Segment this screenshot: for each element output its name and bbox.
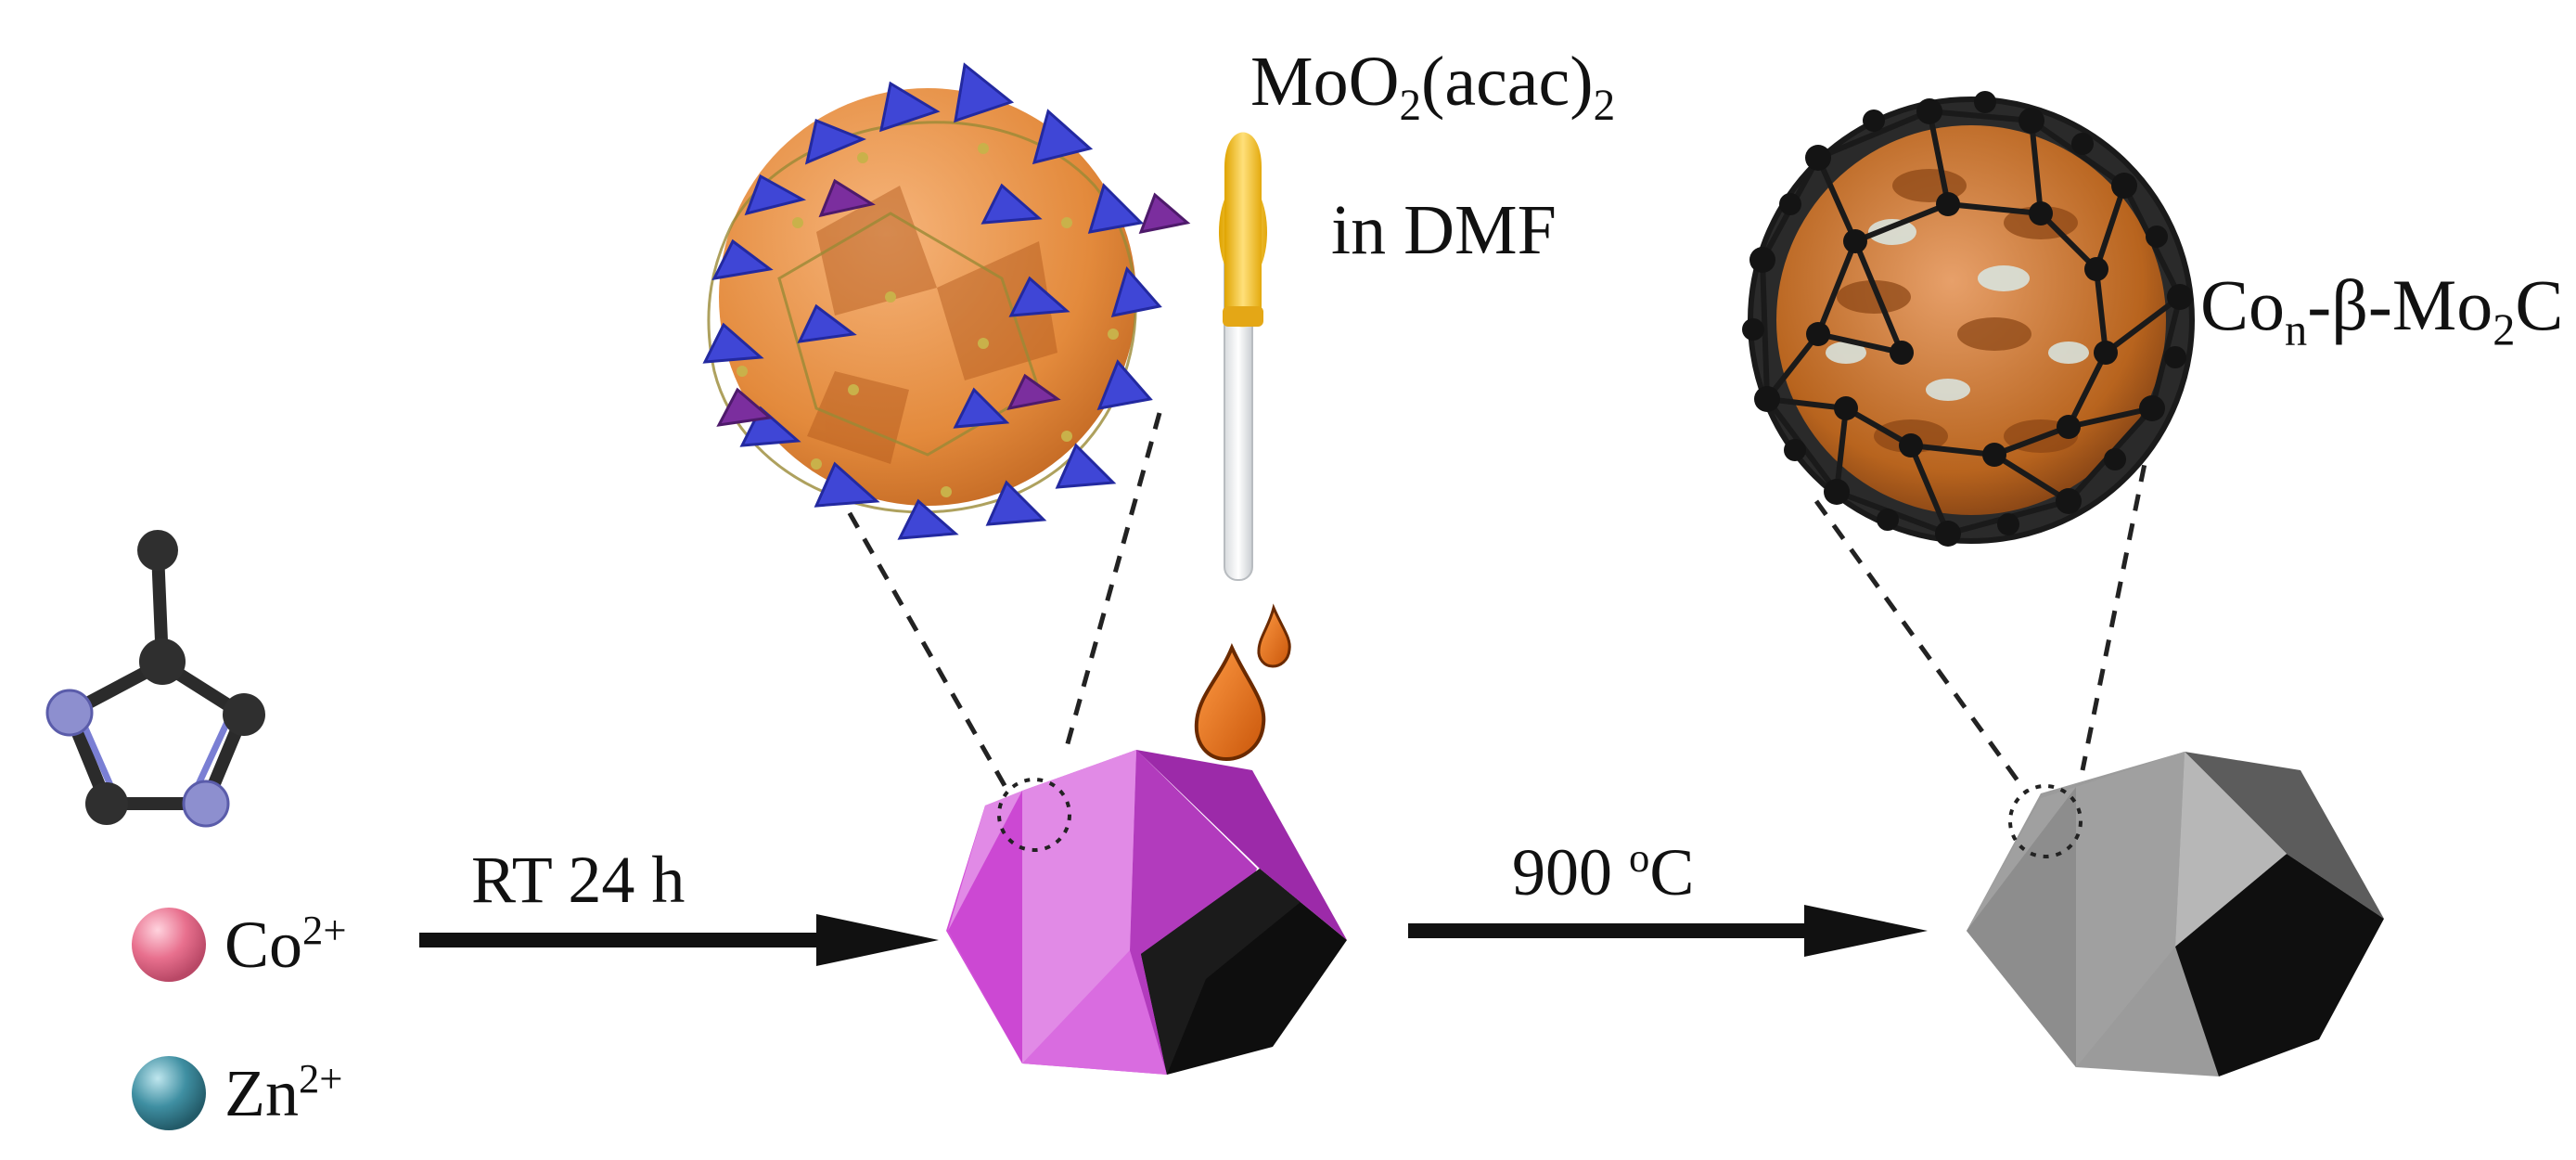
carbon-cage-icon bbox=[1742, 91, 2195, 547]
methylimidazole-ligand-icon bbox=[45, 530, 265, 828]
carbide-zoom-marker bbox=[2008, 784, 2083, 858]
reagent-label: MoO2(acac)2 bbox=[1250, 43, 1616, 131]
large-droplet-icon bbox=[1194, 642, 1266, 762]
cobalt-ion-label: Co2+ bbox=[224, 907, 347, 982]
zoom-lines-carbide bbox=[1813, 435, 2153, 795]
step2-label: 900 oC bbox=[1512, 834, 1695, 909]
zinc-ion-icon bbox=[132, 1056, 206, 1130]
cobalt-ion-icon bbox=[132, 908, 206, 982]
step1-label: RT 24 h bbox=[471, 843, 686, 917]
arrow-step2 bbox=[1408, 905, 1928, 957]
product-label: Con-β-Mo2C bbox=[2200, 264, 2564, 355]
zif-crystal-icon bbox=[946, 750, 1347, 1075]
arrow-step1 bbox=[419, 914, 939, 966]
small-droplet-icon bbox=[1257, 603, 1291, 668]
zif-zoom-marker bbox=[997, 778, 1071, 852]
solvent-label: in DMF bbox=[1331, 191, 1557, 269]
mof-cage-icon bbox=[702, 62, 1191, 540]
dropper-icon bbox=[1219, 132, 1267, 581]
zinc-ion-label: Zn2+ bbox=[224, 1055, 343, 1130]
carbide-crystal-icon bbox=[1967, 752, 2384, 1076]
